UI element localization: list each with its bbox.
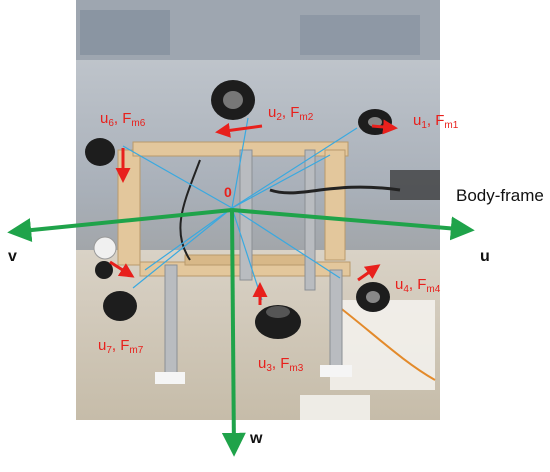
diagonal-lines — [122, 117, 358, 301]
u-axis — [231, 208, 475, 241]
thruster-icon — [93, 236, 137, 321]
thruster-icon — [255, 305, 301, 339]
w-axis — [221, 209, 246, 457]
thruster-icon — [358, 109, 392, 135]
thruster-label-2: u2, Fm2 — [268, 104, 314, 123]
thruster-label-6: u6, Fm6 — [100, 110, 146, 129]
thruster-icon — [211, 80, 255, 120]
photo-background — [76, 0, 440, 420]
v-axis — [7, 208, 233, 243]
thruster-label-3: u3, Fm3 — [258, 355, 304, 374]
robot-frame — [117, 141, 401, 384]
thruster-label-4: u4, Fm4 — [395, 276, 441, 295]
thruster-icon — [85, 138, 115, 166]
axes — [7, 208, 475, 457]
arrow-icon — [109, 119, 398, 305]
thruster-label-7: u7, Fm7 — [98, 337, 144, 356]
w-axis-label: w — [250, 430, 263, 447]
body-frame-label: Body-frame — [456, 186, 544, 205]
thruster-icon — [356, 282, 390, 312]
thruster-label-1: u1, Fm1 — [413, 112, 459, 131]
v-axis-label: v — [8, 248, 17, 265]
origin-label: 0 — [224, 184, 232, 200]
u-axis-label: u — [480, 248, 490, 265]
